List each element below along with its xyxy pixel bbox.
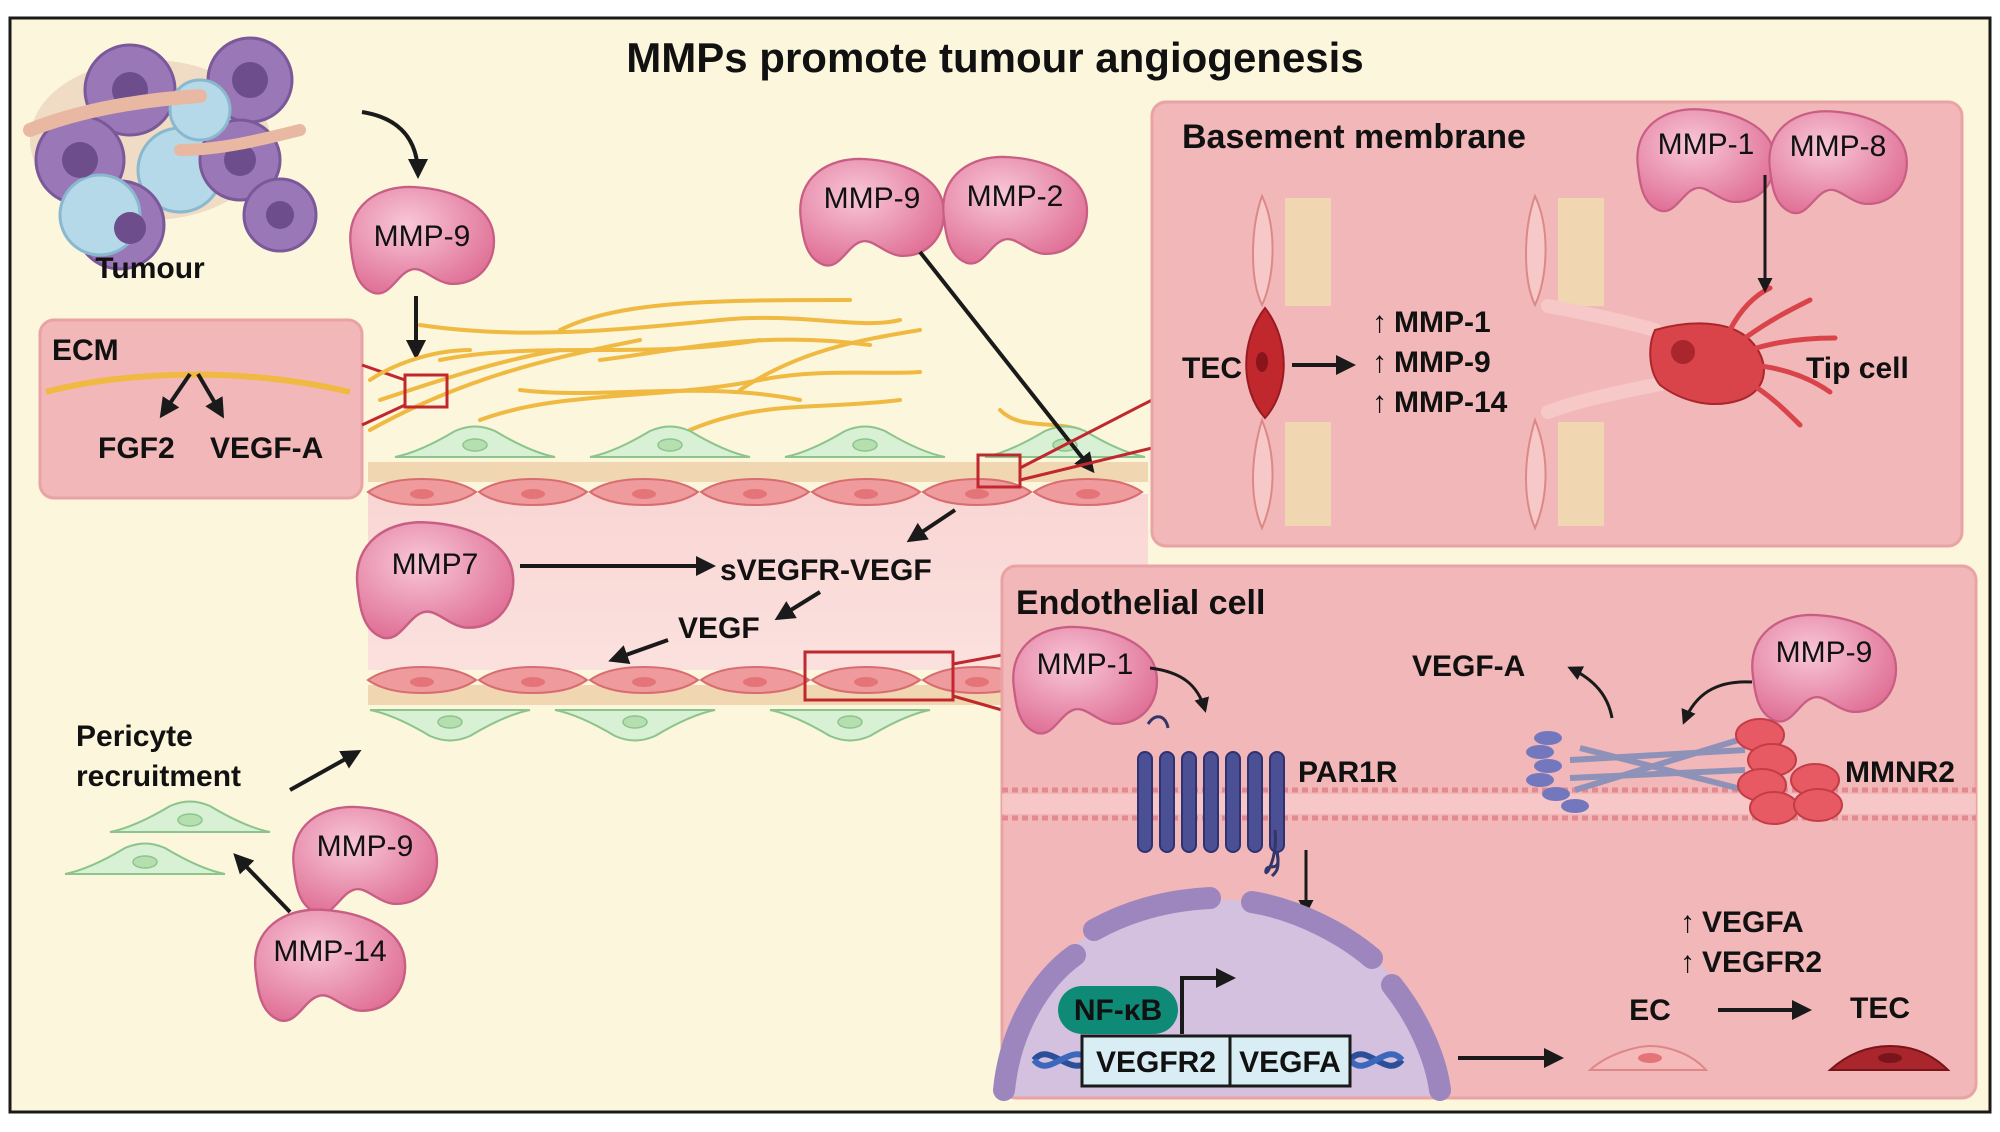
mmp9-tumour: MMP-9 — [349, 185, 496, 295]
ecm-factor-vegfa: VEGF-A — [210, 432, 323, 465]
ec-up-vegfa: VEGFA — [1702, 906, 1804, 939]
mmp1-ec-label: MMP-1 — [1037, 648, 1134, 681]
mmp14-pericyte: MMP-14 — [253, 908, 407, 1023]
arrow-mmp-to-endothelium — [918, 250, 1095, 474]
mmnr2-complex — [1526, 718, 1843, 825]
mmp9-ec-label: MMP-9 — [1776, 636, 1873, 669]
zoom-line-bm-bottom — [1019, 446, 1153, 482]
mmp9-ec: MMP-9 — [1751, 613, 1898, 723]
highlight-box-endothelial — [803, 650, 955, 702]
arrow-mmp9-to-mmnr2 — [1681, 680, 1753, 725]
ecm-panel — [38, 318, 364, 500]
arrow-mmp-to-pericytes — [233, 853, 292, 914]
mmp9-vessel-label: MMP-9 — [824, 182, 921, 215]
nfkb-label: NF-κB — [1074, 994, 1162, 1027]
nfkb-badge — [1058, 986, 1178, 1034]
arrow-svegfr-to-vegf — [774, 590, 822, 621]
vegfa-released-label: VEGF-A — [1412, 650, 1525, 683]
bm-up-mmp14: MMP-14 — [1394, 386, 1508, 419]
gene-vegfa-label: VEGFA — [1239, 1046, 1341, 1079]
mmp8-bm-label: MMP-8 — [1790, 130, 1887, 163]
zoom-line-ec-top — [952, 653, 1003, 666]
arrow-ecm-to-fgf2 — [159, 372, 192, 419]
ec-cell-nucleus — [1638, 1053, 1662, 1063]
pericyte-label-line1: Pericyte — [76, 720, 193, 753]
basement-membrane-panel — [1150, 100, 1964, 548]
mmp9-pericyte: MMP-9 — [292, 805, 439, 915]
tumour-cluster-illustration — [23, 36, 318, 271]
mmp8-bm: MMP-8 — [1768, 110, 1908, 215]
svegfr-vegf-label: sVEGFR-VEGF — [720, 554, 932, 587]
ecm-label: ECM — [52, 334, 119, 367]
mmp1-bm-label: MMP-1 — [1658, 128, 1755, 161]
gene-vegfr2-label: VEGFR2 — [1096, 1046, 1216, 1079]
pericytes-bottom — [369, 709, 931, 742]
arrow-ecm-to-vegfa — [196, 372, 225, 419]
ecm-fiber — [45, 371, 351, 395]
ec-up-arrow-1: ↑ — [1680, 906, 1695, 939]
tip-cell-label: Tip cell — [1806, 352, 1909, 385]
mmnr2-label: MMNR2 — [1845, 756, 1955, 789]
vessel-wall-top — [368, 462, 1148, 482]
mmp14-pericyte-label: MMP-14 — [273, 935, 386, 968]
bm-up-arrow-2: ↑ — [1372, 346, 1387, 379]
bm-up-arrow-3: ↑ — [1372, 386, 1387, 419]
tip-cell-illustration — [1649, 285, 1838, 428]
mmp1-bm: MMP-1 — [1636, 108, 1776, 213]
ec-up-vegfr2: VEGFR2 — [1702, 946, 1822, 979]
vegf-label: VEGF — [678, 612, 760, 645]
tec-cell-nucleus — [1878, 1053, 1902, 1063]
transcription-arrow — [1180, 968, 1236, 1034]
gene-box-vegfa — [1228, 1034, 1352, 1088]
figure-title: MMPs promote tumour angiogenesis — [626, 34, 1363, 81]
mmp9-vessel: MMP-9 — [799, 157, 946, 267]
par1r-receptor — [1137, 715, 1285, 878]
basement-membrane-title: Basement membrane — [1182, 118, 1526, 156]
mmp9-tumour-label: MMP-9 — [374, 220, 471, 253]
tumour-label: Tumour — [95, 252, 205, 285]
mmp7-label: MMP7 — [392, 548, 479, 581]
tec-label: TEC — [1850, 992, 1910, 1025]
arrow-pericyte-to-vessel — [289, 750, 362, 792]
bm-tec-label: TEC — [1182, 352, 1242, 385]
arrow-tumour-to-mmp9 — [361, 110, 428, 179]
arrow-to-svegfr — [906, 508, 957, 543]
bm-up-arrow-1: ↑ — [1372, 306, 1387, 339]
zoom-line-ecm-bottom — [361, 403, 406, 427]
ec-up-arrow-2: ↑ — [1680, 946, 1695, 979]
mmp7: MMP7 — [355, 521, 515, 640]
mmp1-ec: MMP-1 — [1012, 625, 1159, 735]
pericyte-label-line2: recruitment — [76, 760, 241, 793]
bm-up-mmp9: MMP-9 — [1394, 346, 1491, 379]
bm-up-mmp1: MMP-1 — [1394, 306, 1491, 339]
arrow-vegf-to-endothelium — [608, 638, 669, 665]
mmp9-pericyte-label: MMP-9 — [317, 830, 414, 863]
endothelial-cell-title: Endothelial cell — [1016, 584, 1265, 622]
highlight-box-basement — [976, 453, 1022, 489]
zoom-line-ec-bottom — [952, 694, 1003, 712]
arrow-mmnr2-to-vegfa — [1567, 666, 1614, 719]
zoom-line-bm-top — [1019, 398, 1153, 470]
mmp2-vessel-label: MMP-2 — [967, 180, 1064, 213]
ec-label: EC — [1629, 994, 1671, 1027]
basement-membrane-stacks — [1245, 193, 1667, 531]
highlight-box-fibers — [403, 373, 449, 409]
par1r-label: PAR1R — [1298, 756, 1398, 789]
arrow-mmp1-to-par1r — [1149, 666, 1209, 713]
mmp2-vessel: MMP-2 — [942, 155, 1089, 265]
collagen-fibers — [368, 298, 1082, 432]
ecm-factor-fgf2: FGF2 — [98, 432, 175, 465]
